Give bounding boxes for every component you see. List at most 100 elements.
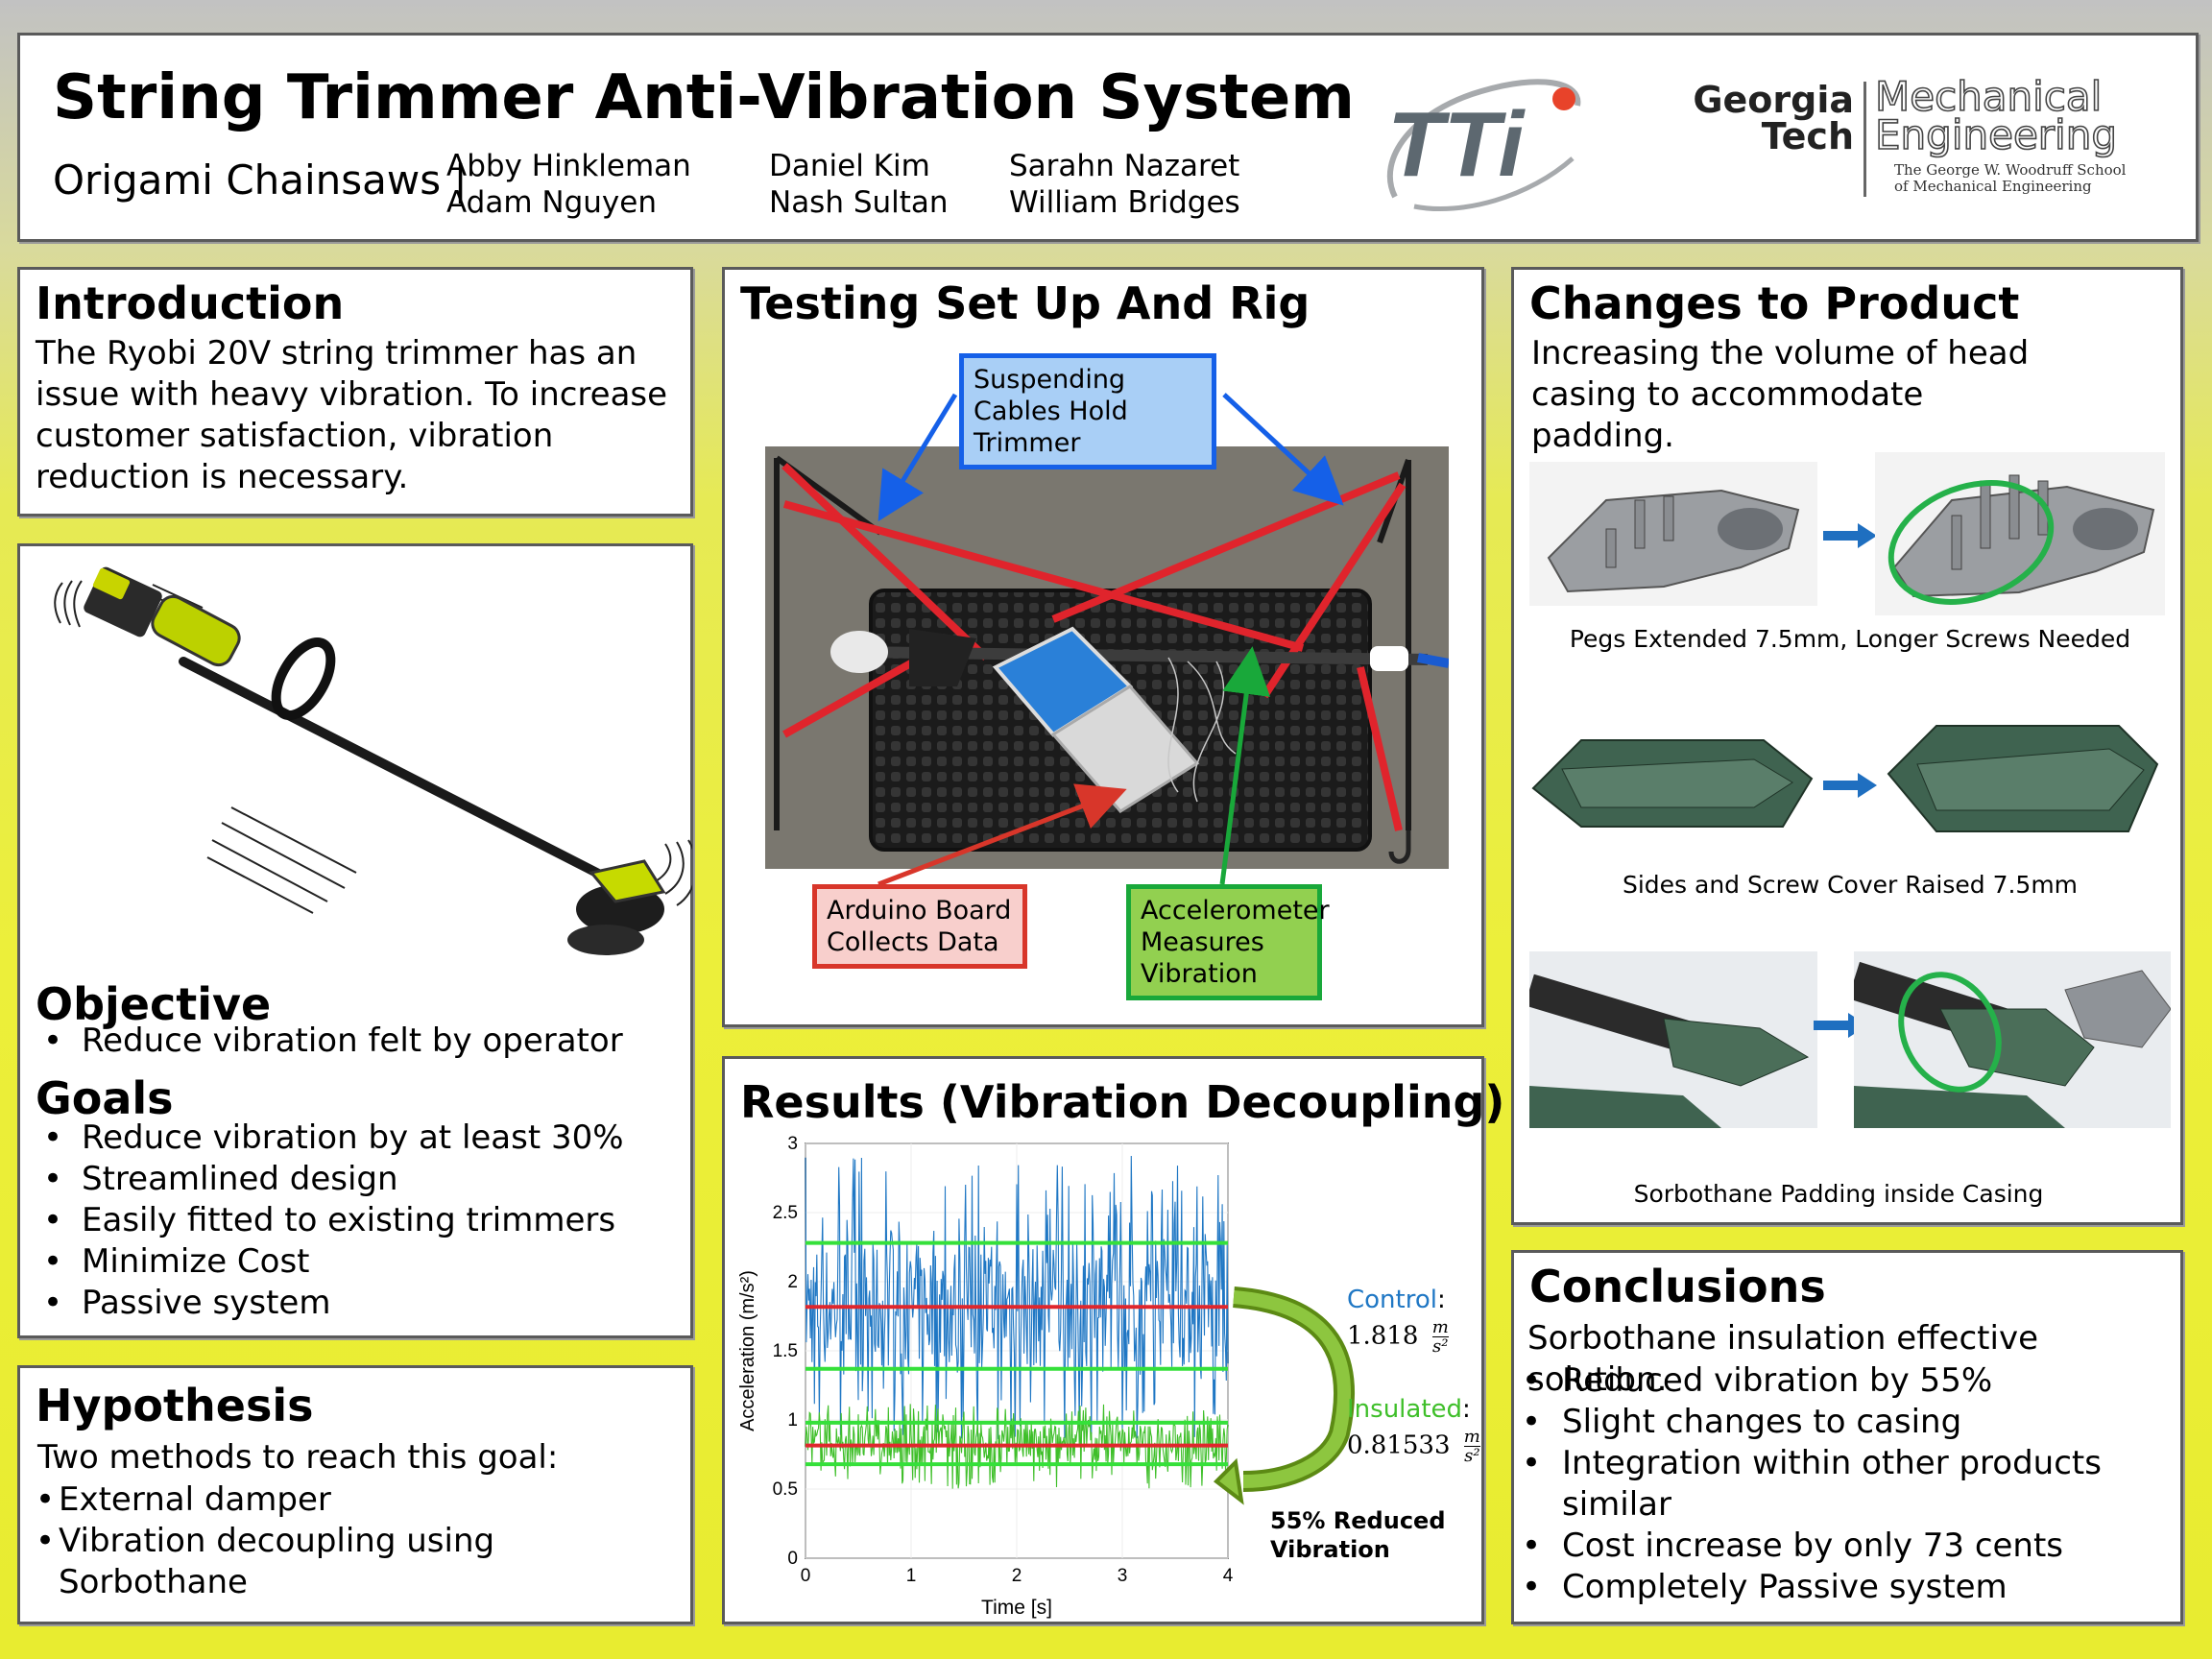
introduction-text: The Ryobi 20V string trimmer has an issu… [36,334,668,496]
me-logo-line2: Engineering [1874,111,2118,158]
results-title: Results (Vibration Decoupling) [740,1076,1505,1128]
unit-denominator: s² [1432,1336,1449,1357]
chart-y-tick-label: 2.5 [773,1203,798,1223]
goal-item: Reduce vibration by at least 30% [36,1118,624,1159]
chart-y-tick-label: 0.5 [773,1479,798,1500]
results-panel: Results (Vibration Decoupling) 0 1 2 3 4 0 0.5… [722,1056,1504,1624]
header-banner: String Trimmer Anti-Vibration System Ori… [17,33,2199,242]
right-arrow-icon [1823,773,1877,798]
changes-panel: Changes to Product Increasing the volume… [1511,267,2183,1225]
goal-item: Easily fitted to existing trimmers [36,1200,624,1241]
chart-series-control [805,1155,1229,1439]
objective-goals-panel: Objective Reduce vibration felt by opera… [17,543,698,1338]
member-name: William Bridges [1009,185,1240,220]
hypothesis-panel: Hypothesis Two methods to reach this goa… [17,1365,693,1624]
reduction-line2: Vibration [1270,1536,1390,1563]
vibration-chart: 0 1 2 3 4 0 0.5 1 1.5 2 2.5 3 Time [s] Acceleration… [737,1134,1355,1619]
conclusion-item: Cost increase by only 73 cents [1514,1526,2128,1567]
control-result: Control: [1347,1286,1446,1314]
testing-panel: Testing Set Up And Rig [722,267,1484,1027]
padding-after-render [1854,951,2171,1128]
chart-y-tick-label: 3 [787,1134,798,1154]
reduction-line1: 55% Reduced [1270,1507,1446,1534]
chart-y-tick-label: 1 [787,1410,798,1431]
chart-x-tick-label: 3 [1118,1566,1128,1586]
control-value-row: 1.818 m s² [1347,1318,1449,1356]
casing-after-render-1 [1875,452,2165,615]
georgia-tech-logo: Georgia Tech Mechanical Engineering The … [1671,76,2171,206]
insulated-value: 0.81533 [1347,1431,1451,1460]
conclusions-title: Conclusions [1529,1261,1826,1312]
member-name: Adam Nguyen [446,185,657,220]
unit-numerator: m [1463,1427,1480,1447]
change-caption-1: Pegs Extended 7.5mm, Longer Screws Neede… [1569,625,2131,653]
unit-denominator: s² [1464,1446,1480,1466]
testing-title: Testing Set Up And Rig [740,277,1310,329]
goals-title: Goals [36,1072,174,1124]
introduction-title: Introduction [36,277,345,329]
chart-y-tick-label: 0 [787,1549,798,1569]
casing-after-render-2 [1879,707,2167,860]
me-logo-sub1: The George W. Woodruff School [1894,161,2127,179]
hypothesis-intro: Two methods to reach this goal: [37,1438,559,1477]
member-name: Daniel Kim [769,149,930,183]
chart-x-tick-label: 0 [801,1566,811,1586]
introduction-panel: Introduction The Ryobi 20V string trimme… [17,267,693,517]
unit-numerator: m [1431,1317,1449,1337]
poster-title: String Trimmer Anti-Vibration System [53,62,1355,133]
objective-list: Reduce vibration felt by operator [36,1021,623,1062]
control-label: Control [1347,1286,1437,1314]
insulated-value-row: 0.81533 m s² [1347,1428,1480,1465]
insulated-result: Insulated: [1347,1395,1471,1424]
string-trimmer-illustration [39,556,698,998]
callout-arrows [878,393,1344,887]
reduction-arrow-fill [1233,1290,1351,1488]
member-name: Sarahn Nazaret [1009,149,1240,183]
goal-item: Passive system [36,1283,624,1324]
chart-x-tick-label: 1 [906,1566,917,1586]
me-logo-line1: Mechanical [1874,73,2103,120]
hypothesis-item: External damper [28,1479,565,1521]
change-caption-3: Sorbothane Padding inside Casing [1633,1180,2044,1208]
objective-item: Reduce vibration felt by operator [36,1021,623,1062]
control-value: 1.818 [1347,1321,1419,1351]
conclusion-item: Reduced vibration by 55% [1514,1360,2128,1402]
conclusion-item: Slight changes to casing [1514,1402,2128,1443]
conclusion-item: Integration within other products simila… [1514,1443,2128,1526]
changes-intro: Increasing the volume of head casing to … [1531,334,2030,455]
chart-x-tick-label: 2 [1012,1566,1022,1586]
goal-item: Minimize Cost [36,1241,624,1283]
reduction-note: 55% Reduced Vibration [1270,1506,1446,1564]
insulated-label: Insulated [1347,1395,1463,1424]
padding-before-render [1529,951,1817,1128]
right-arrow-icon [1823,523,1877,548]
chart-y-tick-label: 2 [787,1272,798,1292]
chart-y-axis-label: Acceleration (m/s²) [737,1270,758,1431]
goals-list: Reduce vibration by at least 30% Streaml… [36,1118,624,1324]
hypothesis-item: Vibration decoupling using Sorbothane [28,1521,565,1603]
chart-y-tick-label: 1.5 [773,1341,798,1361]
changes-title: Changes to Product [1529,277,2020,329]
casing-before-render-1 [1529,462,1817,606]
callout-arduino-board: Arduino Board Collects Data [812,884,1027,969]
goal-item: Streamlined design [36,1159,624,1200]
chart-x-tick-label: 4 [1223,1566,1234,1586]
tti-logo: TTi [1376,53,1587,226]
reduction-arrowhead [1213,1457,1244,1505]
hypothesis-list: External damper Vibration decoupling usi… [28,1479,565,1603]
hypothesis-title: Hypothesis [36,1380,314,1431]
gt-logo-line1: Georgia [1693,79,1854,121]
tti-logo-text: TTi [1387,93,1527,196]
callout-accelerometer: Accelerometer Measures Vibration [1126,884,1330,1000]
member-name: Abby Hinkleman [446,149,691,183]
casing-before-render-2 [1524,711,1821,855]
me-logo-sub2: of Mechanical Engineering [1894,178,2092,195]
chart-x-axis-label: Time [s] [981,1597,1052,1619]
team-name: Origami Chainsaws | [53,156,468,204]
conclusion-item: Completely Passive system [1514,1567,2128,1608]
conclusions-list: Reduced vibration by 55% Slight changes … [1514,1360,2128,1608]
gt-logo-line2: Tech [1761,115,1854,157]
conclusions-panel: Conclusions Sorbothane insulation effect… [1511,1250,2183,1624]
callout-suspending-cables: Suspending Cables Hold Trimmer [959,353,1216,469]
change-caption-2: Sides and Screw Cover Raised 7.5mm [1622,871,2079,899]
